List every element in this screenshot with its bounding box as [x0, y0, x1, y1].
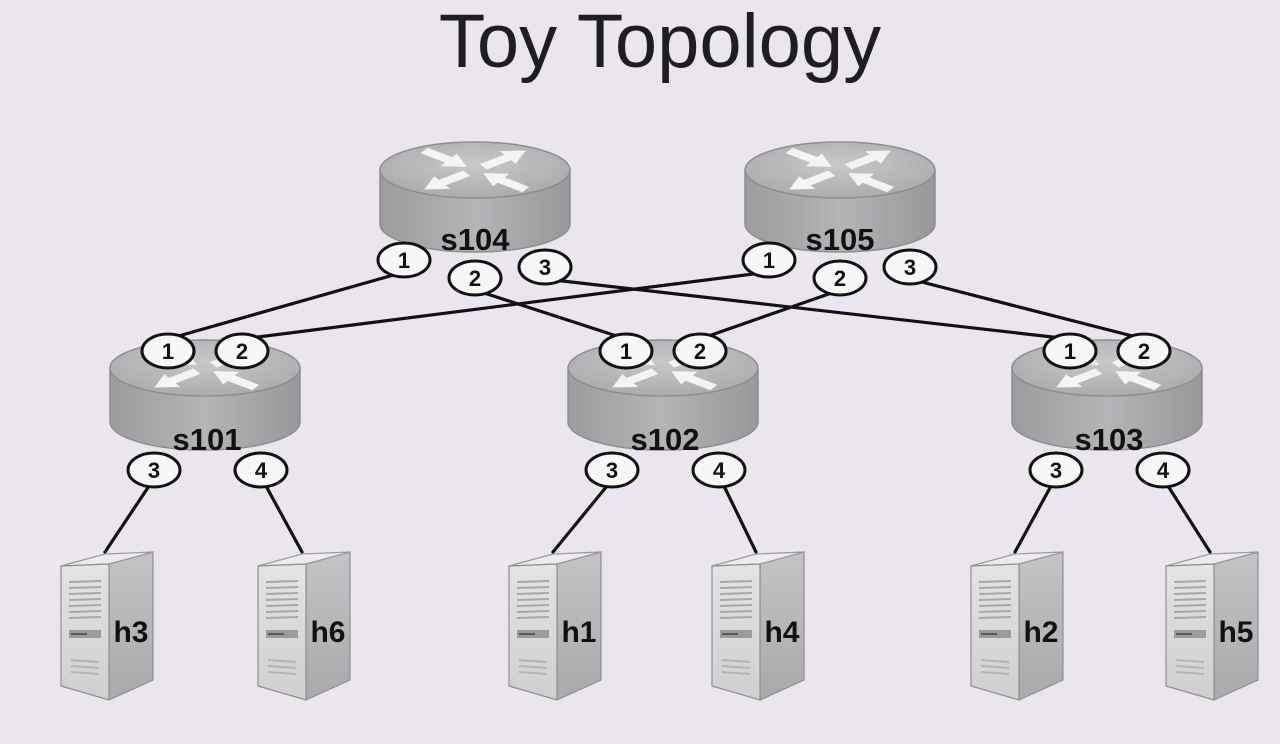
- host-h4[interactable]: h4: [711, 551, 805, 701]
- router-icon: [379, 141, 571, 253]
- port-label: 3: [606, 458, 618, 483]
- port-s103-2: 2: [1116, 332, 1172, 370]
- port-s104-2: 2: [447, 259, 503, 297]
- link-s105-s101: [240, 270, 771, 341]
- port-s105-2: 2: [812, 259, 868, 297]
- port-label: 1: [398, 248, 410, 273]
- switch-label: s104: [441, 222, 511, 257]
- port-label: 2: [1138, 339, 1150, 364]
- port-s104-3: 3: [517, 248, 573, 286]
- port-s101-1: 1: [140, 332, 196, 370]
- port-label: 1: [763, 248, 775, 273]
- link-s102-h4: [722, 484, 758, 554]
- host-h2[interactable]: h2: [970, 551, 1064, 701]
- port-label: 4: [255, 458, 268, 483]
- port-s101-2: 2: [214, 332, 270, 370]
- port-label: 2: [236, 339, 248, 364]
- port-s101-4: 4: [233, 451, 289, 489]
- server-icon: [1165, 551, 1259, 701]
- link-s105-s102: [698, 288, 842, 341]
- host-label: h5: [1218, 616, 1253, 649]
- switch-label: s105: [806, 222, 875, 257]
- link-s104-s101: [166, 270, 406, 341]
- link-s101-h6: [264, 484, 304, 554]
- port-s105-3: 3: [882, 248, 938, 286]
- port-s102-4: 4: [691, 451, 747, 489]
- switch-s102[interactable]: s102: [567, 339, 759, 457]
- switch-s105[interactable]: s105: [744, 141, 936, 257]
- port-s102-1: 1: [598, 332, 654, 370]
- host-label: h6: [310, 616, 345, 649]
- port-s103-1: 1: [1042, 332, 1098, 370]
- link-s105-s103: [908, 277, 1146, 341]
- port-label: 3: [539, 255, 551, 280]
- host-h1[interactable]: h1: [508, 551, 602, 701]
- server-icon: [508, 551, 602, 701]
- port-s103-4: 4: [1135, 451, 1191, 489]
- switch-s104[interactable]: s104: [379, 141, 571, 257]
- link-s104-s103: [543, 277, 1072, 341]
- router-icon: [744, 141, 936, 253]
- host-h3[interactable]: h3: [60, 551, 154, 701]
- host-h5[interactable]: h5: [1165, 551, 1259, 701]
- port-s102-2: 2: [672, 332, 728, 370]
- port-s103-3: 3: [1028, 451, 1084, 489]
- port-label: 4: [713, 458, 726, 483]
- switch-label: s101: [173, 422, 242, 457]
- host-h6[interactable]: h6: [257, 551, 351, 701]
- port-label: 3: [1050, 458, 1062, 483]
- port-label: 3: [904, 255, 916, 280]
- nodes-layer: s104 s105 s101 s102 s103 h3 h6 h1 h4 h2 h5: [60, 141, 1259, 701]
- host-label: h3: [113, 616, 148, 649]
- port-s105-1: 1: [741, 241, 797, 279]
- server-icon: [711, 551, 805, 701]
- port-s102-3: 3: [584, 451, 640, 489]
- port-label: 1: [1064, 339, 1076, 364]
- links-layer: [103, 270, 1212, 554]
- switch-label: s103: [1075, 422, 1144, 457]
- port-s101-3: 3: [126, 451, 182, 489]
- link-s102-h1: [551, 484, 609, 554]
- port-label: 2: [694, 339, 706, 364]
- switch-s103[interactable]: s103: [1011, 339, 1203, 457]
- port-label: 1: [620, 339, 632, 364]
- server-icon: [60, 551, 154, 701]
- link-s103-h5: [1166, 484, 1212, 554]
- port-label: 2: [469, 266, 481, 291]
- server-icon: [970, 551, 1064, 701]
- host-label: h2: [1023, 616, 1058, 649]
- server-icon: [257, 551, 351, 701]
- host-label: h4: [764, 616, 799, 649]
- port-label: 1: [162, 339, 174, 364]
- link-s103-h2: [1013, 484, 1053, 554]
- link-s101-h3: [103, 484, 151, 554]
- host-label: h1: [561, 616, 596, 649]
- port-label: 3: [148, 458, 160, 483]
- page-title: Toy Topology: [439, 0, 881, 84]
- link-s104-s102: [473, 288, 628, 341]
- switch-s101[interactable]: s101: [109, 339, 301, 457]
- port-label: 4: [1157, 458, 1170, 483]
- switch-label: s102: [631, 422, 700, 457]
- port-s104-1: 1: [376, 241, 432, 279]
- port-label: 2: [834, 266, 846, 291]
- ports-layer: 1 2 3 1 2 3 1 2 3 4 1 2 3 4 1 2 3 4: [126, 241, 1191, 489]
